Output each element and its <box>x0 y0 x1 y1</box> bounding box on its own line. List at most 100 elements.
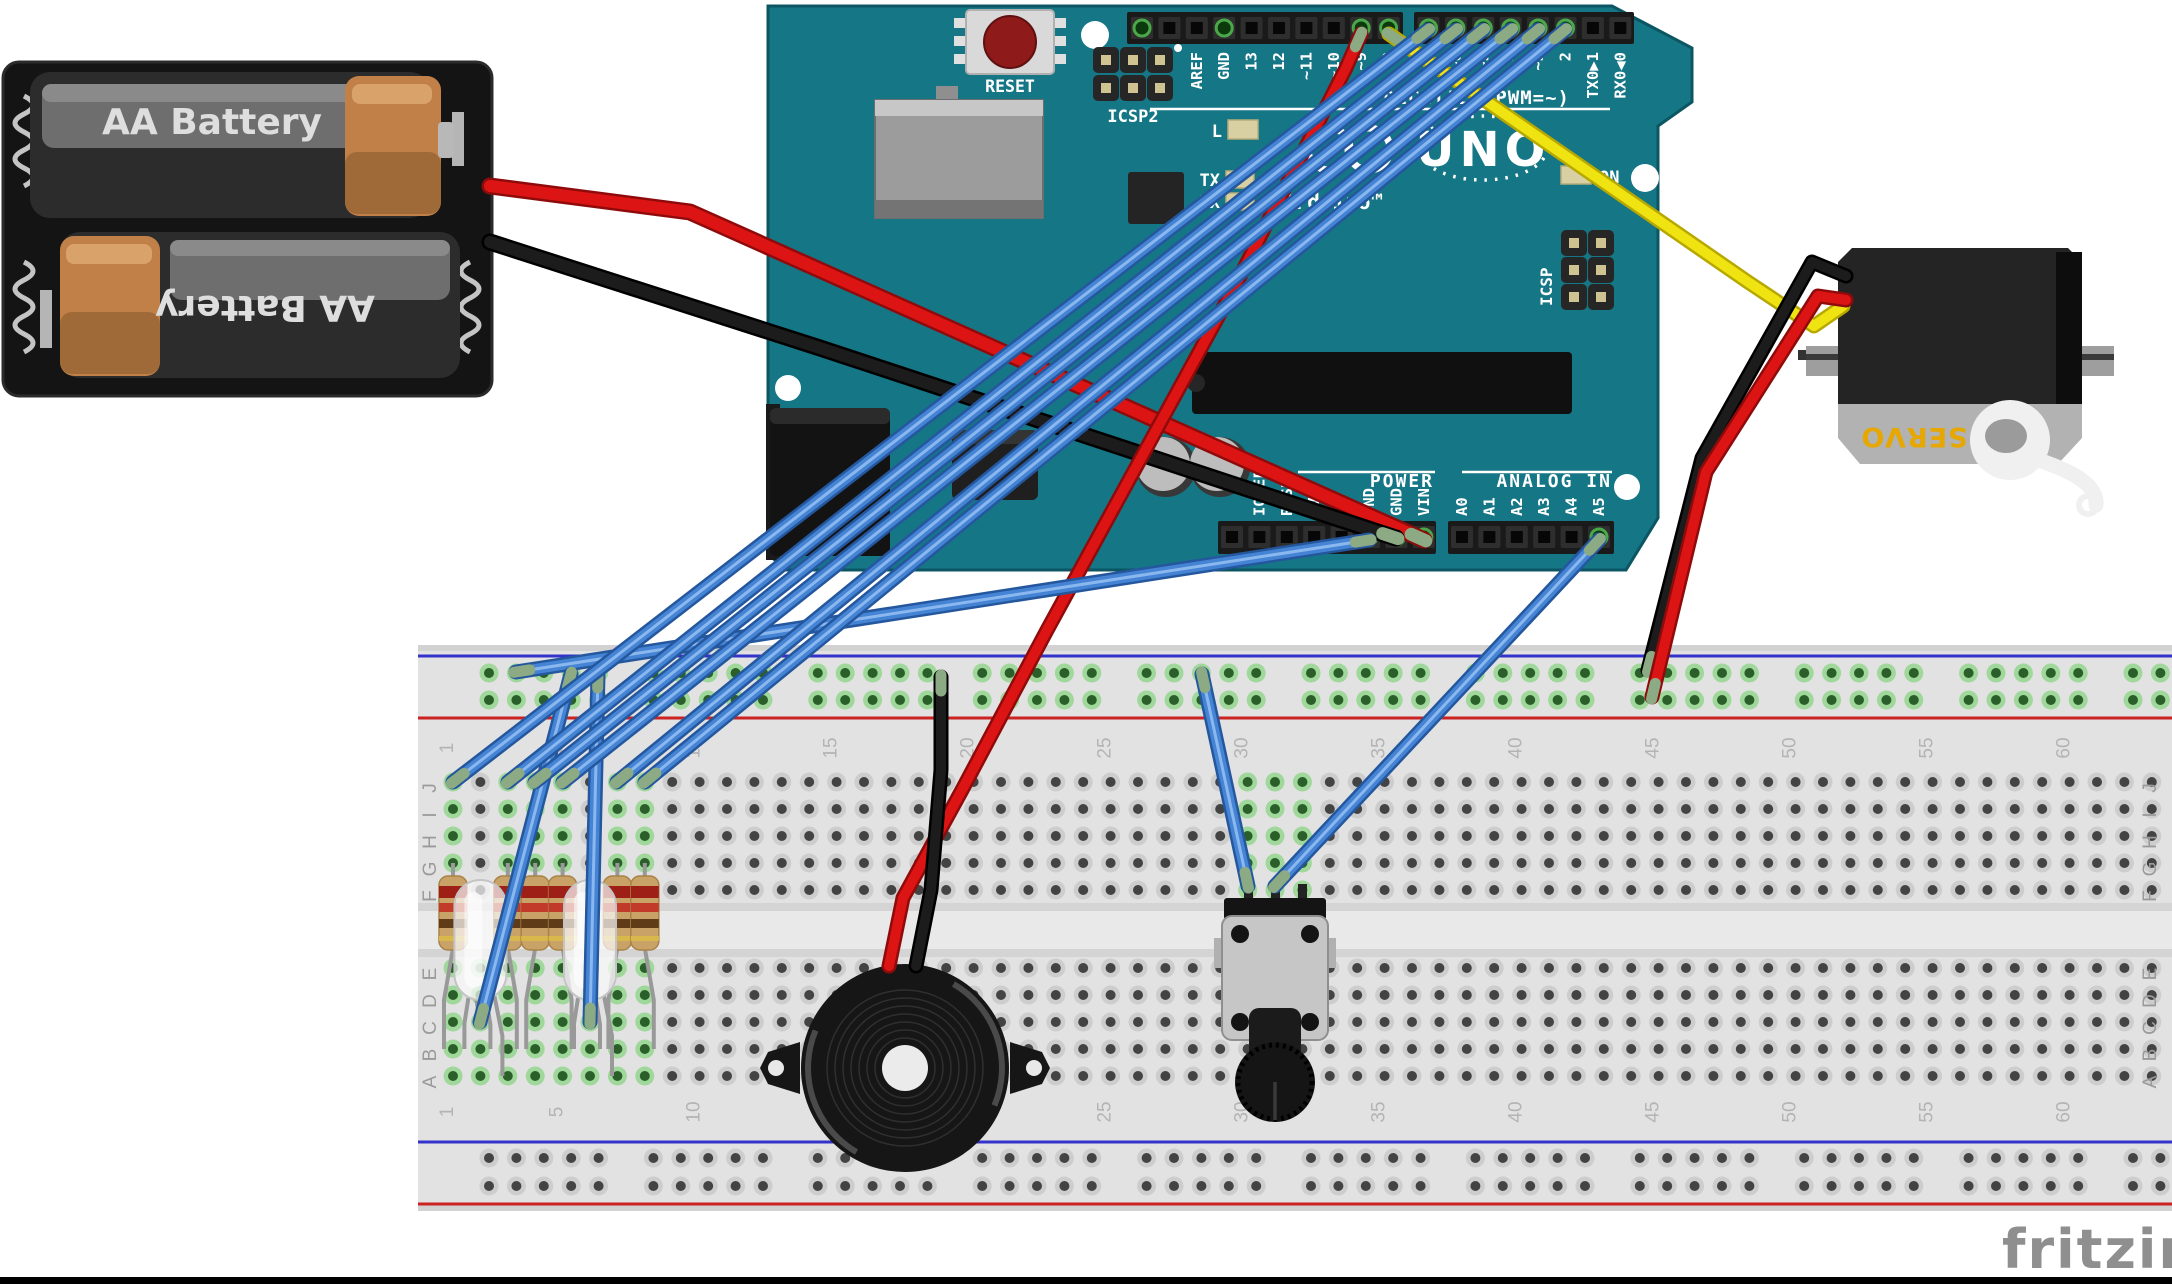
wires[interactable] <box>445 22 1854 1030</box>
mount-hole <box>775 375 801 401</box>
power-jack-top <box>770 408 890 424</box>
breadboard-holes <box>443 663 2170 1196</box>
svg-text:2: 2 <box>1557 52 1575 61</box>
wire-servo-red[interactable] <box>1644 288 1854 705</box>
battery-spring-bottom-left <box>12 259 36 355</box>
icsp-label: ICSP <box>1537 267 1556 306</box>
reset-button[interactable] <box>954 9 1066 75</box>
buzzer-rings <box>826 989 984 1147</box>
svg-text:A2: A2 <box>1508 497 1526 516</box>
breadboard-components <box>438 863 660 1076</box>
svg-text:J: J <box>420 783 441 793</box>
battery-cell-bottom[interactable]: AA Battery <box>60 232 460 378</box>
svg-text:A3: A3 <box>1535 497 1553 516</box>
reset-leg <box>954 54 968 64</box>
svg-text:A4: A4 <box>1563 497 1581 516</box>
svg-text:45: 45 <box>1643 737 1664 758</box>
icsp2-label: ICSP2 <box>1107 107 1158 127</box>
svg-text:F: F <box>420 890 441 902</box>
svg-text:D: D <box>420 994 441 1008</box>
reset-cap[interactable] <box>983 15 1037 69</box>
wire-battery-black[interactable] <box>481 233 1405 547</box>
resistor[interactable] <box>630 863 660 1049</box>
servo-horn[interactable] <box>1970 400 2104 517</box>
battery-contact-top-right <box>452 112 464 166</box>
svg-text:5: 5 <box>547 1107 568 1118</box>
battery-nub <box>438 122 454 158</box>
icsp2-header[interactable] <box>1093 47 1173 101</box>
svg-text:50: 50 <box>1780 737 1801 758</box>
svg-text:E: E <box>420 968 441 981</box>
battery-pack[interactable]: AA Battery AA Battery <box>1 60 494 398</box>
svg-text:50: 50 <box>1780 1101 1801 1122</box>
wire-d5[interactable] <box>527 22 1491 790</box>
svg-text:A: A <box>420 1075 441 1088</box>
battery-copper-highlight <box>66 244 152 264</box>
battery-copper-shadow <box>345 152 441 214</box>
svg-text:35: 35 <box>1369 1101 1390 1122</box>
svg-text:J: J <box>2140 783 2161 793</box>
wire-buzzer-black[interactable] <box>908 669 949 974</box>
aref-dot <box>1174 44 1182 52</box>
wire-buzzer-red[interactable] <box>881 26 1369 974</box>
reset-leg <box>1052 36 1066 46</box>
pot-screw <box>1231 925 1249 943</box>
analog-label: ANALOG IN <box>1496 471 1612 492</box>
battery-spring-bottom-right <box>458 259 482 355</box>
svg-text:GND: GND <box>1215 52 1233 80</box>
pot-screw <box>1301 1013 1319 1031</box>
svg-text:13: 13 <box>1243 52 1261 71</box>
wire-led1-rail[interactable] <box>472 666 579 1030</box>
svg-text:12: 12 <box>1270 52 1288 71</box>
wire-servo-black[interactable] <box>1640 254 1854 678</box>
svg-text:60: 60 <box>2054 1101 2075 1122</box>
svg-text:30: 30 <box>1232 737 1253 758</box>
led-l-label: L <box>1212 122 1222 142</box>
wire-a5-pot[interactable] <box>1267 532 1607 894</box>
svg-text:1: 1 <box>437 1107 458 1118</box>
icsp-header[interactable] <box>1561 230 1614 310</box>
usb-tab <box>936 86 958 100</box>
usb-chip <box>1128 172 1184 224</box>
dip-socket <box>1192 352 1572 414</box>
battery-cell-top[interactable]: AA Battery <box>30 72 454 218</box>
wire-d4[interactable] <box>555 22 1519 790</box>
pot-screw <box>1231 1013 1249 1031</box>
buzzer-rim-arc <box>805 968 1005 1168</box>
svg-text:RX0◀0: RX0◀0 <box>1611 52 1629 99</box>
servo-body[interactable] <box>1838 248 2082 404</box>
servo-motor[interactable]: SERVO <box>1798 248 2114 517</box>
svg-text:D: D <box>2140 994 2161 1008</box>
potentiometer[interactable] <box>1214 884 1336 1122</box>
svg-text:25: 25 <box>1095 1101 1116 1122</box>
pot-side-tab <box>1214 938 1224 968</box>
wire-pot-rail[interactable] <box>1194 666 1256 894</box>
reset-leg <box>954 36 968 46</box>
servo-flange-right <box>2082 346 2114 376</box>
svg-text:45: 45 <box>1643 1101 1664 1122</box>
svg-text:40: 40 <box>1506 1101 1527 1122</box>
wire-d6[interactable] <box>500 22 1464 790</box>
mount-hole <box>1081 21 1109 49</box>
pot-side-tab <box>1326 938 1336 968</box>
svg-text:AREF: AREF <box>1188 52 1206 89</box>
svg-text:C: C <box>420 1021 441 1035</box>
wire-d7[interactable] <box>445 22 1436 790</box>
wire-battery-red[interactable] <box>481 177 1433 549</box>
svg-text:G: G <box>2140 862 2161 877</box>
reset-label: RESET <box>985 77 1035 96</box>
svg-text:VIN: VIN <box>1415 488 1433 516</box>
servo-flange-slot <box>1806 354 1838 360</box>
piezo-buzzer[interactable] <box>760 935 1050 1200</box>
svg-text:10: 10 <box>684 1101 705 1122</box>
buzzer-ear-hole <box>1026 1060 1042 1076</box>
svg-text:E: E <box>2140 968 2161 981</box>
reset-leg <box>954 18 968 28</box>
svg-text:25: 25 <box>1095 737 1116 758</box>
svg-text:1: 1 <box>437 743 458 754</box>
buzzer-ear-hole <box>768 1060 784 1076</box>
wire-d3[interactable] <box>609 22 1546 790</box>
wire-gnd[interactable] <box>508 532 1377 680</box>
wire-d2[interactable] <box>637 22 1573 790</box>
